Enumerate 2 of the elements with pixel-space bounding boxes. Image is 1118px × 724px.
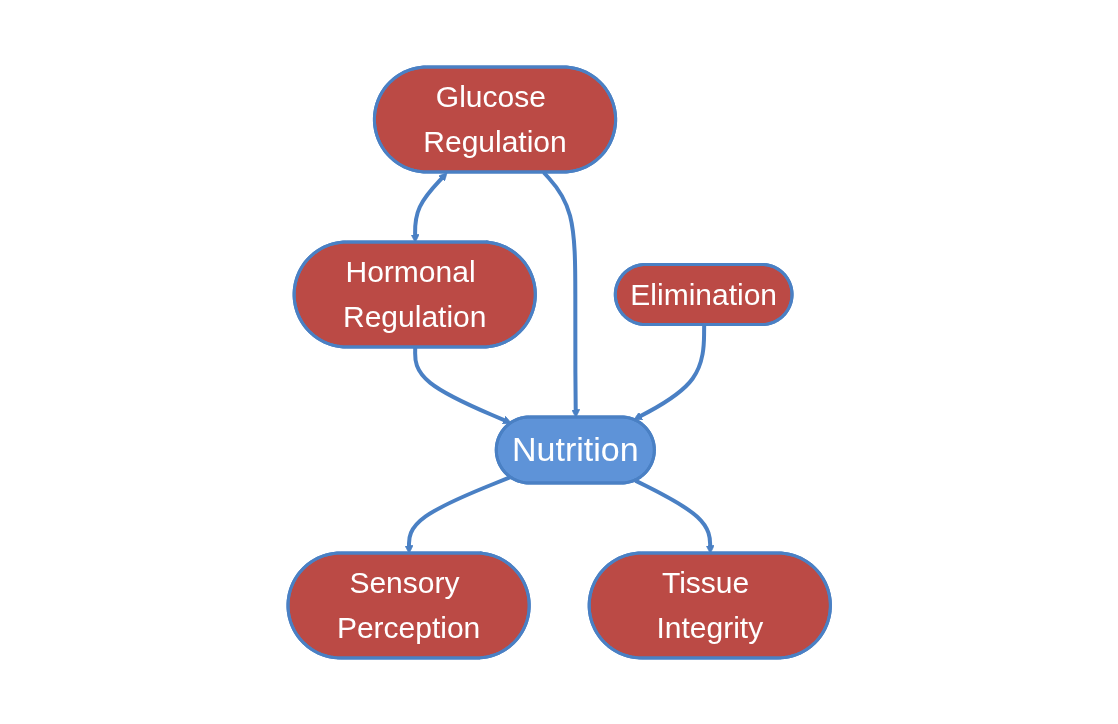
arrow [633, 324, 706, 420]
arrow [412, 346, 512, 424]
